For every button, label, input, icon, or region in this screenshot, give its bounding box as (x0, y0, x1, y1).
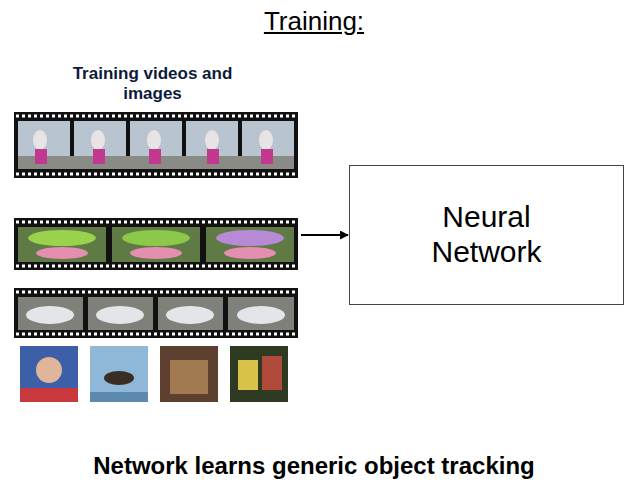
caption: Network learns generic object tracking (93, 452, 534, 479)
cylinder-shape (5, 50, 300, 435)
cylinder-body (6, 70, 299, 434)
caption-block: Network learns generic object tracking (0, 452, 628, 480)
database-cylinder: Training videos and images (5, 50, 300, 435)
title-block: Training: (0, 6, 628, 37)
title: Training: (264, 6, 364, 36)
box-label: Neural Network (402, 200, 572, 269)
arrow-connector (301, 234, 348, 236)
process-box: Neural Network (349, 165, 624, 305)
text-holder: Neural Network (350, 200, 623, 269)
store-label: Training videos and images (68, 64, 238, 103)
text-holder: Training videos and images (5, 64, 300, 103)
